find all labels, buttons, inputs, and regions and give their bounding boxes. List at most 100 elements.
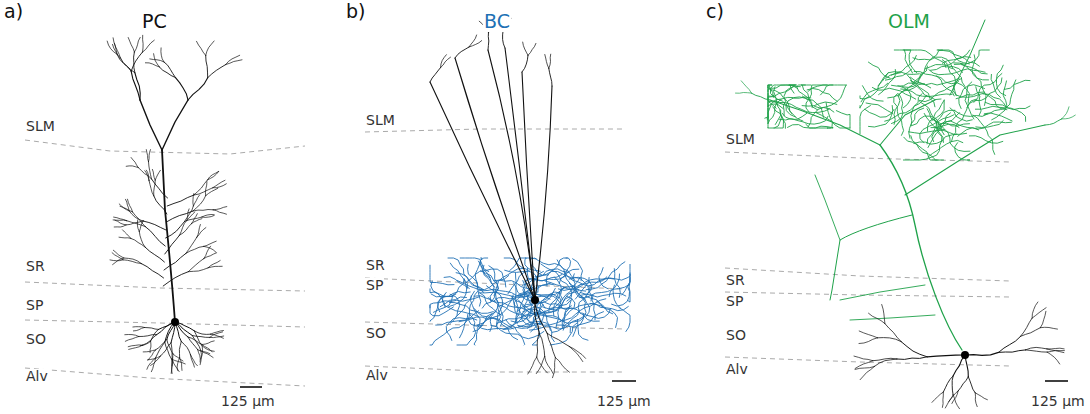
neurite xyxy=(180,224,192,236)
neurite xyxy=(114,217,127,221)
layer-label: SR xyxy=(365,258,386,273)
neurite xyxy=(120,58,134,73)
axon-arbor xyxy=(894,96,900,125)
neurite xyxy=(885,324,901,342)
neurons xyxy=(107,18,1075,408)
neurite xyxy=(469,41,482,47)
layer-label: SP xyxy=(25,298,44,313)
neurite xyxy=(188,337,198,350)
neurite xyxy=(137,220,139,232)
neurite xyxy=(197,228,206,238)
axon-arbor xyxy=(931,124,959,127)
layer-label: SO xyxy=(365,326,387,341)
neurite xyxy=(204,253,217,259)
neurite xyxy=(188,78,208,100)
axon-arbor xyxy=(908,130,966,134)
axon xyxy=(850,315,935,320)
neurite xyxy=(141,264,163,279)
neurite xyxy=(186,246,204,253)
neurite xyxy=(1047,352,1060,364)
axon-arbor xyxy=(786,97,811,117)
axon-arbor xyxy=(913,50,943,83)
axon-arbor xyxy=(438,296,453,312)
neurite xyxy=(135,73,140,100)
axon-arbor xyxy=(468,290,483,327)
layer-label: Alv xyxy=(365,368,389,383)
axon-arbor xyxy=(599,268,608,289)
axon-arbor xyxy=(868,62,890,78)
axon-arbor xyxy=(619,307,630,331)
layer-boundaries xyxy=(25,129,1010,386)
neurite xyxy=(115,220,126,225)
neurite xyxy=(131,71,140,100)
layer-label: SO xyxy=(725,328,747,343)
neurite xyxy=(129,345,143,349)
axon-arbor xyxy=(568,287,586,324)
axon-arbor xyxy=(904,137,944,160)
soma xyxy=(531,296,539,304)
neurite xyxy=(854,356,873,361)
neurite xyxy=(213,180,225,187)
axon-arbor xyxy=(991,74,1000,97)
neurite xyxy=(535,304,540,333)
neurite xyxy=(113,44,121,58)
neurite xyxy=(144,328,158,330)
neurite xyxy=(164,253,186,270)
neurite xyxy=(213,184,226,188)
axon-arbor xyxy=(836,111,850,128)
axon-arbor xyxy=(942,60,956,96)
neurite xyxy=(901,342,927,357)
neurite xyxy=(952,376,953,395)
axon-arbor xyxy=(929,69,985,75)
neurite xyxy=(165,235,180,254)
axon-arbor xyxy=(865,109,894,117)
neurite xyxy=(1062,115,1076,119)
neurite xyxy=(193,210,213,212)
neurite xyxy=(206,55,208,77)
neurite xyxy=(1026,347,1047,350)
axon-arbor xyxy=(860,73,888,99)
neurite xyxy=(204,241,217,246)
neurite xyxy=(208,171,219,180)
axon-arbor xyxy=(920,115,954,143)
axon-arbor xyxy=(768,85,772,97)
axon-arbor xyxy=(815,85,847,108)
axon-arbor xyxy=(774,101,830,113)
neurite xyxy=(143,350,155,352)
neurite xyxy=(193,194,194,206)
neurite xyxy=(155,170,160,180)
neurite xyxy=(124,258,141,264)
axon-arbor xyxy=(984,113,1012,121)
neurite xyxy=(1040,327,1057,329)
dendrite xyxy=(505,48,535,300)
scale-label: 125 µm xyxy=(220,394,276,409)
neurite xyxy=(965,352,999,355)
layer-label: SP xyxy=(725,294,744,309)
axon-arbor xyxy=(816,113,850,128)
apical-dendrite xyxy=(162,100,188,150)
axon-arbor xyxy=(609,274,619,297)
neurite xyxy=(455,47,469,58)
neurite xyxy=(131,52,142,71)
neurite xyxy=(208,171,219,180)
neurite xyxy=(179,341,181,357)
neurite xyxy=(549,54,551,68)
neurite xyxy=(125,337,139,342)
neurite xyxy=(569,346,583,361)
neurite xyxy=(145,247,164,262)
axon-arbor xyxy=(582,309,611,319)
neurite xyxy=(123,230,131,239)
layer-label: SP xyxy=(365,278,384,293)
neurite xyxy=(165,342,172,359)
neurite xyxy=(131,158,138,168)
axon-arbor xyxy=(879,70,896,95)
neurite xyxy=(114,43,120,58)
dendrite xyxy=(488,50,535,300)
axon-arbor xyxy=(456,291,474,316)
neurite xyxy=(113,250,124,258)
scale-label: 125 µm xyxy=(596,394,652,409)
neurite xyxy=(873,358,897,360)
neurite xyxy=(191,219,202,224)
neurite xyxy=(537,333,539,357)
neurite xyxy=(545,55,549,69)
